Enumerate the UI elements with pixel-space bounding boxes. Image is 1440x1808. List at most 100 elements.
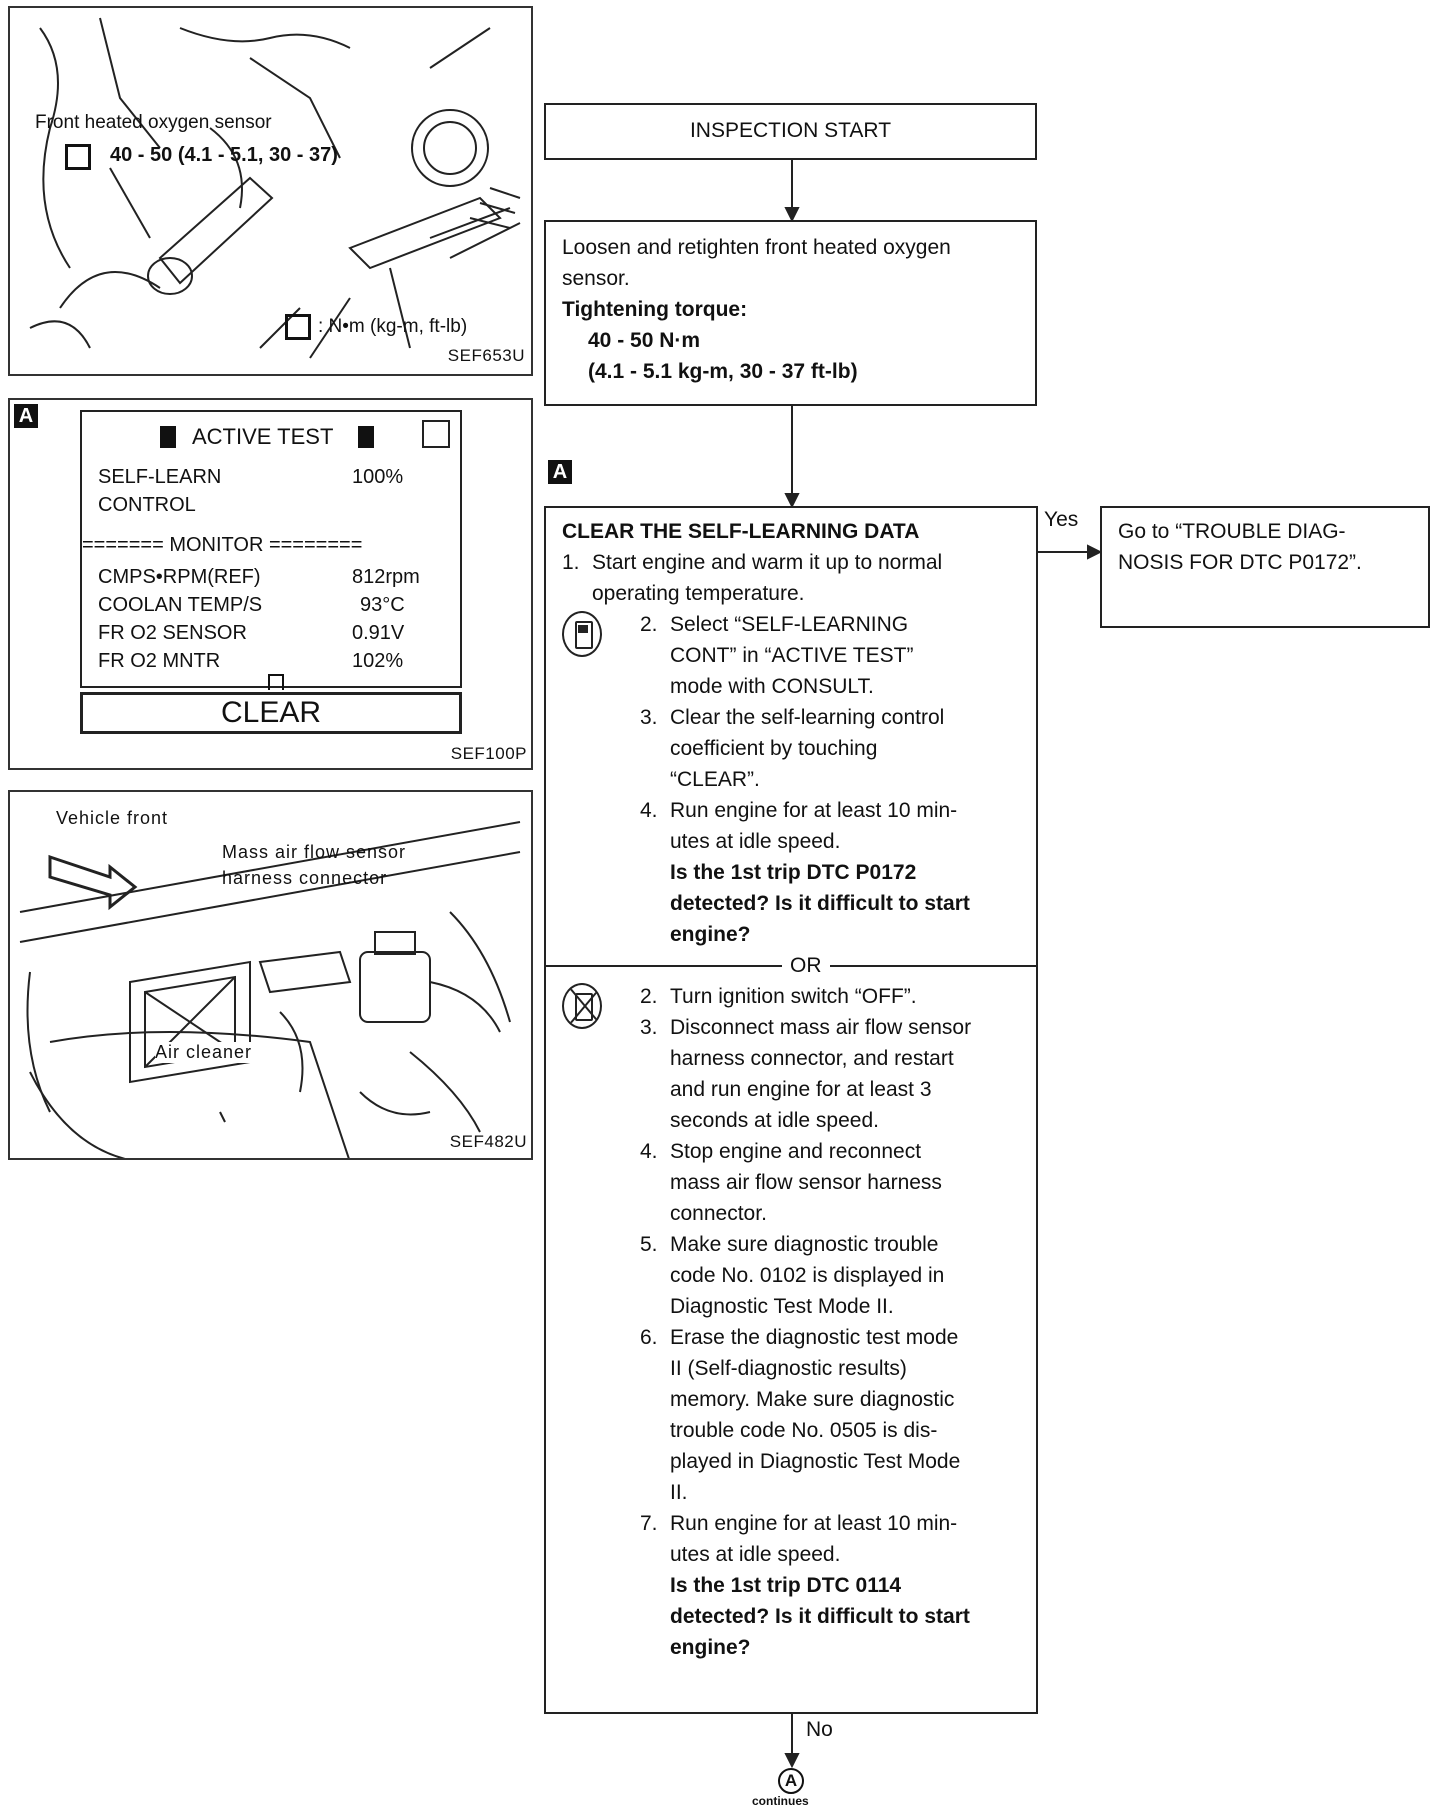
step-text: connector.: [670, 1202, 767, 1225]
row-label: FR O2 SENSOR: [98, 622, 247, 644]
question-text: engine?: [670, 923, 751, 946]
step-text: utes at idle speed.: [670, 830, 841, 853]
goto-text: NOSIS FOR DTC P0172”.: [1118, 551, 1362, 574]
step-text: mass air flow sensor harness: [670, 1171, 942, 1194]
no-tools-icon: [562, 983, 602, 1029]
question-text: Is the 1st trip DTC 0114: [670, 1574, 902, 1597]
step-text: memory. Make sure diagnostic: [670, 1388, 955, 1411]
pointer-icon: [268, 674, 284, 690]
step-number: 6.: [640, 1326, 658, 1349]
consult-tester-icon: [562, 611, 602, 657]
step-item: 1. Start engine and warm it up to normal…: [562, 547, 1020, 609]
step-text: II.: [670, 1481, 688, 1504]
step-item: 3. Clear the self-learning control coeff…: [640, 702, 1020, 795]
unit-note: : N•m (kg-m, ft-lb): [318, 316, 468, 337]
screen-header: ACTIVE TEST: [192, 424, 334, 449]
row-label: CMPS•RPM(REF): [98, 566, 261, 588]
step-text: II (Self-diagnostic results): [670, 1357, 907, 1380]
question-text: detected? Is it difficult to start: [670, 1605, 970, 1628]
row-value: 93°C: [360, 594, 405, 616]
question-text: Is the 1st trip DTC P0172: [670, 861, 917, 884]
step-text: sensor.: [562, 267, 630, 290]
step-text: CONT” in “ACTIVE TEST”: [670, 644, 914, 667]
figure-code: SEF100P: [450, 744, 527, 763]
connector-letter: A: [784, 1771, 798, 1790]
step-number: 4.: [640, 1140, 658, 1163]
step-text: mode with CONSULT.: [670, 675, 874, 698]
maf-label: Mass air flow sensor: [222, 842, 407, 862]
section-marker: A: [548, 460, 572, 484]
step-text: Turn ignition switch “OFF”.: [670, 985, 917, 1008]
step-text: Erase the diagnostic test mode: [670, 1326, 959, 1349]
torque-wrench-icon: [285, 314, 311, 340]
step-text: Stop engine and reconnect: [670, 1140, 922, 1163]
step-text: coefficient by touching: [670, 737, 878, 760]
question: Is the 1st trip DTC P0172 detected? Is i…: [640, 857, 1020, 950]
step-number: 2.: [640, 613, 658, 636]
row-label: SELF-LEARN: [98, 466, 222, 488]
continues-label: continues: [752, 1794, 809, 1808]
step-number: 3.: [640, 706, 658, 729]
torque-label: Tightening torque:: [562, 298, 748, 321]
goto-text: Go to “TROUBLE DIAG-: [1118, 520, 1346, 543]
clear-button[interactable]: CLEAR: [80, 692, 462, 734]
step-text: seconds at idle speed.: [670, 1109, 879, 1132]
maf-label: harness connector: [222, 868, 388, 888]
figure-code: SEF653U: [447, 346, 525, 365]
torque-value-alt: (4.1 - 5.1 kg-m, 30 - 37 ft-lb): [588, 360, 858, 383]
yes-label: Yes: [1044, 508, 1079, 531]
step-item: 3. Disconnect mass air flow sensor harne…: [640, 1012, 1020, 1136]
figure-code: SEF482U: [449, 1132, 527, 1151]
step-text: trouble code No. 0505 is dis-: [670, 1419, 938, 1442]
section-marker: A: [14, 404, 38, 428]
air-cleaner-label: Air cleaner: [155, 1042, 253, 1063]
sensor-label: Front heated oxygen sensor: [35, 112, 272, 133]
step-item: 2. Turn ignition switch “OFF”.: [640, 981, 1020, 1012]
step-text: code No. 0102 is displayed in: [670, 1264, 945, 1287]
question: Is the 1st trip DTC 0114 detected? Is it…: [640, 1570, 1020, 1663]
torque-value: 40 - 50 N·m: [588, 329, 701, 352]
step-item: 4. Stop engine and reconnect mass air fl…: [640, 1136, 1020, 1229]
engine-drawing: [29, 17, 521, 359]
step-item: 5. Make sure diagnostic trouble code No.…: [640, 1229, 1020, 1322]
row-label: CONTROL: [98, 494, 196, 516]
row-label: COOLAN TEMP/S: [98, 594, 263, 616]
monitor-divider: ======= MONITOR ========: [82, 534, 363, 556]
step-text: Run engine for at least 10 min-: [670, 1512, 958, 1535]
step-text: played in Diagnostic Test Mode: [670, 1450, 961, 1473]
consult-screen: ACTIVE TEST SELF-LEARN CONTROL 100% ====…: [80, 410, 462, 690]
square-icon: [160, 426, 176, 448]
step-item: 7. Run engine for at least 10 min- utes …: [640, 1508, 1020, 1570]
no-tools-procedure: 2. Turn ignition switch “OFF”. 3. Discon…: [562, 981, 1020, 1663]
step-text: Loosen and retighten front heated oxygen: [562, 236, 951, 259]
question-text: detected? Is it difficult to start: [670, 892, 970, 915]
or-label: OR: [782, 950, 830, 981]
step-item: 4. Run engine for at least 10 min- utes …: [640, 795, 1020, 857]
vehicle-front-label: Vehicle front: [56, 808, 169, 828]
step-number: 3.: [640, 1016, 658, 1039]
figure-active-test-screen: A ACTIVE TEST SELF-LEARN CONTROL 100% ==…: [8, 398, 533, 770]
step-text: Diagnostic Test Mode II.: [670, 1295, 894, 1318]
row-value: 0.91V: [352, 622, 405, 644]
figure-oxygen-sensor: Front heated oxygen sensor 40 - 50 (4.1 …: [8, 6, 533, 376]
consult-procedure: 2. Select “SELF-LEARNING CONT” in “ACTIV…: [562, 609, 1020, 950]
no-label: No: [806, 1718, 833, 1741]
step-text: “CLEAR”.: [670, 768, 760, 791]
clear-self-learning-box: CLEAR THE SELF-LEARNING DATA 1. Start en…: [544, 506, 1038, 1714]
step-text: utes at idle speed.: [670, 1543, 841, 1566]
step-text: Select “SELF-LEARNING: [670, 613, 909, 636]
air-cleaner-drawing: [19, 821, 521, 1158]
step-item: 6. Erase the diagnostic test mode II (Se…: [640, 1322, 1020, 1508]
goto-box: Go to “TROUBLE DIAG- NOSIS FOR DTC P0172…: [1100, 506, 1430, 628]
step-number: 2.: [640, 985, 658, 1008]
row-value: 100%: [352, 466, 404, 488]
step-number: 5.: [640, 1233, 658, 1256]
box-title: CLEAR THE SELF-LEARNING DATA: [562, 520, 920, 543]
step-text: harness connector, and restart: [670, 1047, 954, 1070]
step-item: 2. Select “SELF-LEARNING CONT” in “ACTIV…: [640, 609, 1020, 702]
or-divider: OR: [546, 950, 1036, 981]
step-text: Make sure diagnostic trouble: [670, 1233, 939, 1256]
step-number: 7.: [640, 1512, 658, 1535]
row-label: FR O2 MNTR: [98, 650, 221, 672]
figure-mass-air-flow: Vehicle front Mass air flow sensor harne…: [8, 790, 533, 1160]
